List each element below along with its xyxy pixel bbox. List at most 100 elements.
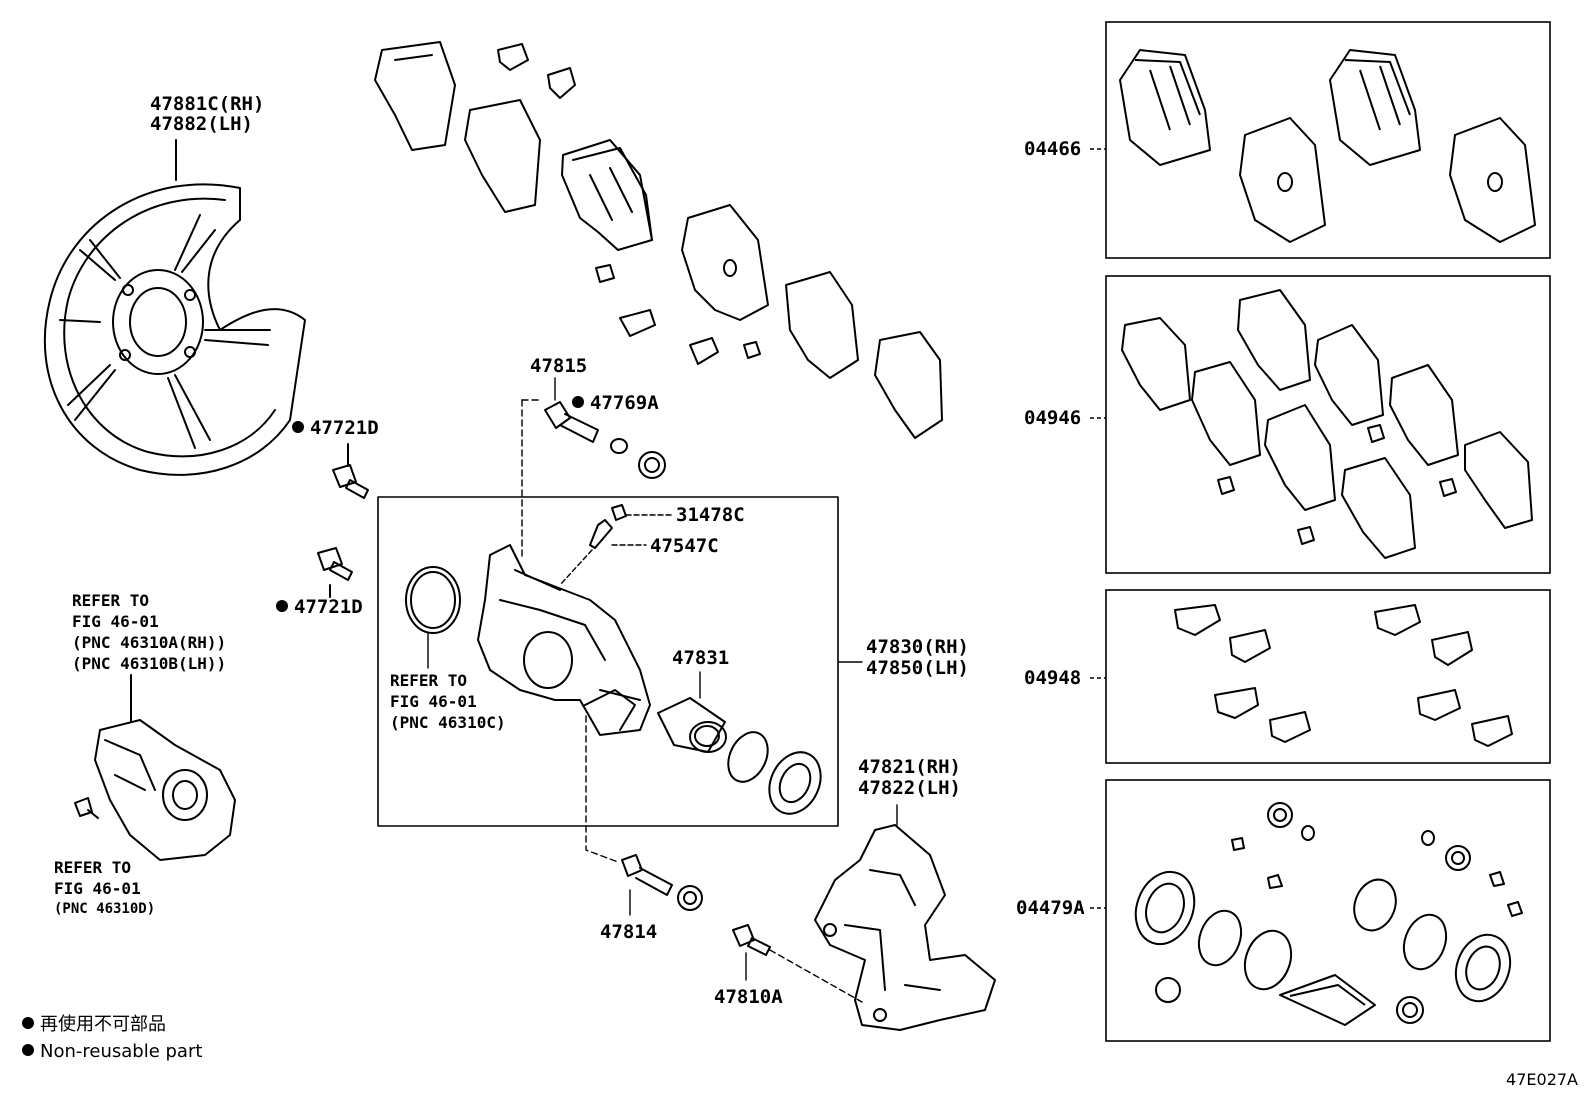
kit-04466-pad-2 — [1239, 117, 1326, 243]
dust-shield — [43, 139, 306, 476]
label-47721d-bottom[interactable]: 47721D — [276, 597, 363, 618]
label-47881c[interactable]: 47881C(RH) — [150, 93, 265, 115]
label-47721d-top[interactable]: 47721D — [292, 418, 379, 439]
caliper-mounting-bracket — [814, 804, 996, 1031]
piston-seal — [727, 731, 769, 783]
figure-code: 47E027A — [1506, 1070, 1578, 1089]
label-47769a-text: 47769A — [590, 392, 659, 414]
kit-04479a-seal-1 — [1197, 909, 1243, 967]
brake-pad-1 — [561, 139, 653, 251]
clip-top-5 — [689, 337, 719, 365]
caliper-assembly-frame — [377, 496, 839, 827]
label-04466[interactable]: 04466 — [1024, 138, 1082, 160]
label-31478c[interactable]: 31478C — [676, 504, 745, 526]
kit-04479a-small-boot-4 — [1396, 996, 1424, 1024]
kit-box-04466 — [1105, 21, 1551, 259]
parking-brake-actuator — [74, 674, 236, 861]
legend-english-text: Non-reusable part — [40, 1041, 203, 1062]
kit-04946-shim-7 — [1389, 364, 1459, 466]
clip-top-6 — [743, 341, 761, 359]
pad-shim-2 — [464, 99, 541, 213]
label-47831[interactable]: 47831 — [672, 647, 730, 669]
kit-04946-shim-2 — [1191, 361, 1261, 466]
clip-top-3 — [595, 264, 615, 283]
kit-04948-clip-6 — [1431, 631, 1473, 666]
kit-box-04946 — [1105, 275, 1551, 574]
refer-left-line4: (PNC 46310B(LH)) — [72, 654, 227, 673]
kit-04948-clip-7 — [1417, 689, 1461, 721]
label-47814[interactable]: 47814 — [600, 921, 658, 943]
refer-mid-line3: (PNC 46310C) — [390, 713, 506, 732]
kit-04479a-seal-4 — [1402, 913, 1448, 971]
kit-04948-clip-8 — [1471, 715, 1513, 747]
piston-boot — [768, 751, 822, 815]
kit-04466-pad-4 — [1449, 117, 1536, 243]
legend-japanese-text: 再使用不可部品 — [40, 1014, 166, 1035]
clip-top-4 — [619, 309, 656, 337]
slide-pin-47814 — [621, 854, 703, 916]
refer-mid-line1: REFER TO — [390, 671, 468, 690]
legend-dot-icon — [22, 1017, 34, 1029]
kit-box-04479a — [1105, 779, 1551, 1042]
kit-04479a-small-boot-1 — [1267, 802, 1293, 828]
refer-left-line2: FIG 46-01 — [72, 612, 159, 631]
pad-shim-1 — [374, 41, 456, 151]
label-47821[interactable]: 47821(RH) — [858, 756, 961, 778]
non-reusable-dot-icon — [292, 421, 304, 433]
kit-04479a-small-boot-3 — [1155, 977, 1181, 1003]
label-47830[interactable]: 47830(RH) — [866, 636, 969, 658]
kit-04479a-boot-left — [1134, 870, 1196, 946]
kit-04946-shim-3 — [1237, 289, 1311, 391]
kit-04479a-seal-2 — [1243, 929, 1293, 991]
bleeder-cap — [611, 504, 627, 521]
refer-bottom-line3: (PNC 46310D) — [54, 901, 156, 917]
piston-47831 — [657, 671, 727, 753]
slide-pin-47815 — [544, 377, 599, 443]
kit-04466-pad-3 — [1329, 49, 1421, 166]
non-reusable-dot-icon — [276, 600, 288, 612]
label-04479a[interactable]: 04479A — [1016, 897, 1085, 919]
refer-left-line3: (PNC 46310A(RH)) — [72, 633, 227, 652]
kit-04948-clip-5 — [1374, 604, 1421, 636]
kit-04479a-boot-right — [1454, 933, 1512, 1003]
pad-shim-4 — [874, 331, 943, 439]
legend-dot-icon — [22, 1044, 34, 1056]
label-47850[interactable]: 47850(LH) — [866, 657, 969, 679]
label-47815[interactable]: 47815 — [530, 355, 588, 377]
label-04946[interactable]: 04946 — [1024, 407, 1082, 429]
kit-04948-clip-4 — [1269, 711, 1311, 743]
bolt-47810a — [732, 924, 863, 1003]
refer-bottom-line2: FIG 46-01 — [54, 879, 141, 898]
label-04948[interactable]: 04948 — [1024, 667, 1082, 689]
legend-english: Non-reusable part — [22, 1039, 202, 1065]
pin-boot-47769a — [610, 438, 628, 454]
kit-box-04948 — [1105, 589, 1551, 764]
refer-mid-line2: FIG 46-01 — [390, 692, 477, 711]
kit-04946-shim-6 — [1341, 457, 1416, 559]
kit-04479a-grease-packet — [1279, 974, 1376, 1026]
label-47721d-bottom-text: 47721D — [294, 596, 363, 618]
clip-top-1 — [497, 43, 529, 71]
legend-japanese: 再使用不可部品 — [22, 1012, 166, 1038]
pin-boot-upper — [638, 451, 666, 479]
kit-04948-clip-3 — [1214, 687, 1259, 719]
label-47882[interactable]: 47882(LH) — [150, 113, 253, 135]
kit-04479a-seal-3 — [1353, 878, 1397, 932]
non-reusable-dot-icon — [572, 396, 584, 408]
label-47769a[interactable]: 47769A — [572, 393, 659, 414]
kit-04946-shim-8 — [1464, 431, 1533, 529]
kit-04946-shim-1 — [1121, 317, 1191, 411]
brake-pad-2 — [681, 204, 769, 321]
label-47810a[interactable]: 47810A — [714, 986, 783, 1008]
caliper-seal-ring — [405, 566, 461, 634]
caliper-body — [477, 544, 651, 736]
kit-04466-pad-1 — [1119, 49, 1211, 166]
bleeder-plug — [589, 519, 613, 549]
label-47822[interactable]: 47822(LH) — [858, 777, 961, 799]
label-47547c[interactable]: 47547C — [650, 535, 719, 557]
bolt-47721d-top — [332, 443, 369, 499]
kit-04946-shim-4 — [1264, 404, 1336, 511]
kit-04479a-small-boot-2 — [1445, 845, 1471, 871]
kit-04946-shim-5 — [1314, 324, 1384, 426]
